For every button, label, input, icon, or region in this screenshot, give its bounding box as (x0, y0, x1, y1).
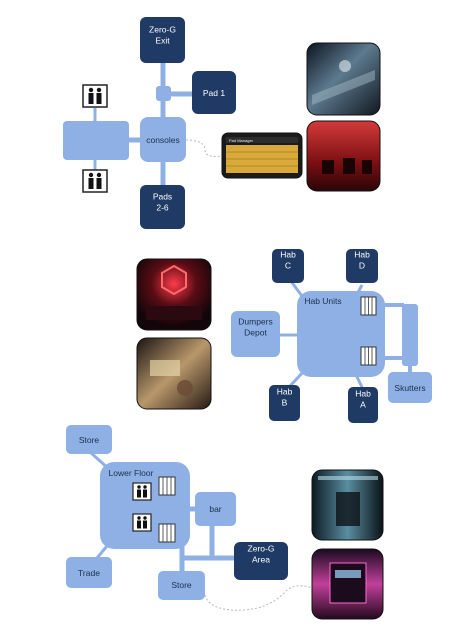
bunk-icon (158, 523, 176, 543)
bunk-icon (360, 346, 377, 366)
node-pad-1-label: Pad 1 (203, 88, 225, 98)
restroom-icon (132, 513, 152, 532)
photo-pad-consoles (306, 120, 381, 192)
node-store-bottom-label: Store (171, 580, 192, 590)
node-dumpers-depot[interactable] (231, 311, 280, 357)
node-hab-a[interactable] (348, 387, 378, 423)
photo-hangar (306, 42, 381, 116)
photo-data-screen: Pad Manager (221, 132, 303, 179)
bunk-icon (158, 476, 176, 496)
node-store-bottom[interactable] (158, 571, 205, 600)
node-zero-g-exit[interactable] (140, 17, 185, 63)
dashed-connector (204, 585, 313, 611)
node-pads-2-6[interactable] (140, 185, 185, 229)
photo-hab-room (136, 337, 212, 410)
node-skutters-bar (402, 304, 418, 366)
node-store-top-label: Store (79, 435, 100, 445)
node-hab-c[interactable] (272, 249, 304, 283)
node-skutters[interactable] (388, 372, 432, 403)
node-hab-d[interactable] (346, 249, 378, 283)
node-consoles-label: consoles (146, 135, 180, 145)
photo-data-screen-title: Pad Manager (229, 138, 254, 143)
node-consoles[interactable] (140, 117, 186, 162)
photo-corridor (311, 469, 384, 541)
node-trade[interactable] (66, 557, 112, 588)
restroom-icon (82, 84, 108, 108)
node-skutters-label: Skutters (394, 383, 425, 393)
photo-neon-sign (136, 258, 212, 331)
restroom-icon (82, 169, 108, 193)
photo-vending (311, 548, 384, 620)
node-zero-g-area[interactable] (234, 542, 288, 580)
junction-block (156, 86, 171, 101)
node-lower-floor-label: Lower Floor (109, 468, 154, 478)
dashed-connector (185, 139, 223, 157)
restroom-icon (132, 482, 152, 501)
bunk-icon (360, 296, 377, 316)
node-hab-units-label: Hab Units (304, 296, 341, 306)
node-lounge[interactable] (63, 121, 129, 160)
node-store-top[interactable] (66, 425, 112, 454)
node-pad-1[interactable] (192, 71, 236, 114)
node-hab-b[interactable] (269, 385, 300, 421)
node-bar-label: bar (209, 504, 221, 514)
node-trade-label: Trade (78, 568, 100, 578)
node-bar[interactable] (195, 492, 236, 526)
